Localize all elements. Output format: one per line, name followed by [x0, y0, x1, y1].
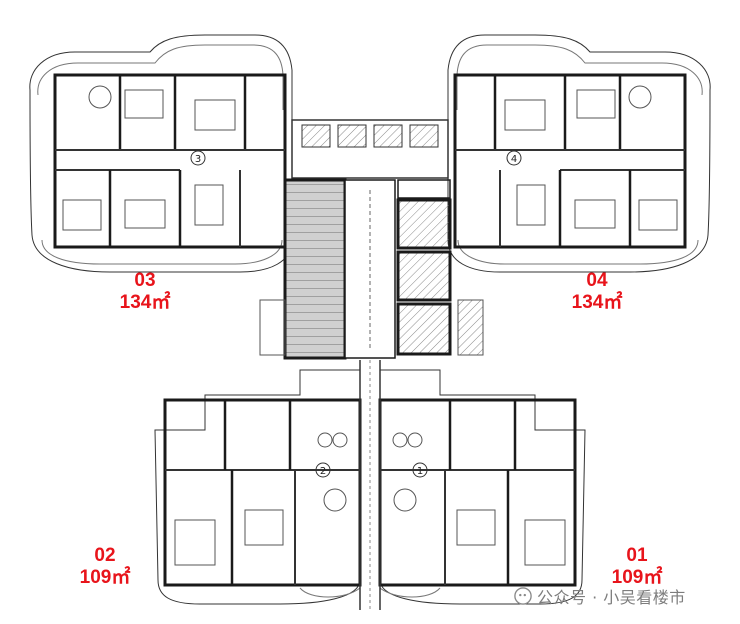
unit-04-number: 04	[586, 270, 608, 291]
unit-01-outline	[379, 369, 586, 605]
center-spine	[359, 360, 381, 610]
unit-03-outline	[29, 34, 293, 273]
unit-04-lower-balcony	[457, 239, 699, 265]
unit-02-circle-number: 2	[320, 466, 326, 477]
watermark: 公众号 · 小吴看楼市	[514, 584, 686, 608]
building-core	[259, 119, 484, 360]
unit-02-label: 02 109㎡	[60, 545, 150, 589]
unit-01-area: 109㎡	[611, 567, 663, 588]
stair-left	[283, 178, 347, 360]
unit-02-wall	[163, 398, 362, 587]
unit-04-plan	[447, 34, 711, 273]
unit-01-label: 01 109㎡	[592, 545, 682, 589]
unit-03-area: 134㎡	[119, 292, 171, 313]
unit-04-circle-number: 4	[511, 154, 517, 165]
unit-03-circle-marker	[190, 150, 206, 166]
corridor-top	[291, 119, 449, 179]
watermark-text: 公众号 · 小吴看楼市	[537, 588, 686, 607]
unit-01-circle-marker	[412, 462, 428, 478]
unit-03-lower-balcony	[41, 239, 283, 265]
unit-04-outer-balcony	[456, 44, 703, 110]
unit-02-plan	[154, 369, 362, 605]
unit-01-plan	[378, 369, 586, 605]
unit-04-label: 04 134㎡	[552, 270, 642, 314]
unit-04-outline	[447, 34, 711, 273]
unit-01-number: 01	[626, 545, 648, 566]
elevator-shaft-2	[396, 250, 452, 302]
unit-02-outline	[154, 369, 361, 605]
unit-01-circle-number: 1	[417, 466, 423, 477]
elevator-shaft-3	[396, 302, 452, 356]
unit-02-circle-marker	[315, 462, 331, 478]
unit-03-wall	[53, 73, 287, 249]
unit-04-circle-marker	[506, 150, 522, 166]
unit-03-circle-number: 3	[195, 154, 201, 165]
unit-02-area: 109㎡	[79, 567, 131, 588]
unit-04-wall	[453, 73, 687, 249]
unit-04-area: 134㎡	[571, 292, 623, 313]
wechat-icon	[514, 587, 532, 605]
unit-03-plan	[29, 34, 293, 273]
unit-03-number: 03	[134, 270, 156, 291]
unit-02-number: 02	[94, 545, 116, 566]
unit-01-wall	[378, 398, 577, 587]
unit-03-outer-balcony	[37, 44, 284, 110]
elevator-shaft-1	[396, 198, 452, 250]
unit-03-label: 03 134㎡	[100, 270, 190, 314]
